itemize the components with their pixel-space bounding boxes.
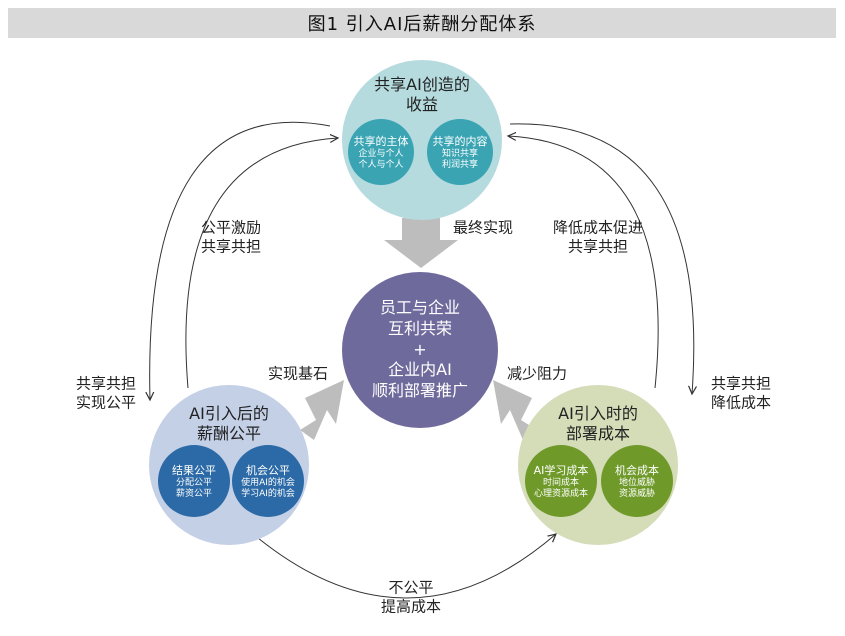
right-inner-right (601, 445, 673, 517)
label-fair-incentive: 公平激励 共享共担 (200, 218, 262, 255)
label-less-resistance: 减少阻力 (506, 364, 568, 383)
right-circle-title: AI引入时的 部署成本 (558, 404, 638, 443)
arc-top-to-left-outer (150, 121, 331, 400)
left-inner-left (158, 445, 230, 517)
arrow-left-to-center (300, 380, 344, 440)
arc-left-to-right-bottom (257, 534, 556, 599)
figure-title: 图1 引入AI后薪酬分配体系 (307, 14, 537, 35)
figure-title-bar: 图1 引入AI后薪酬分配体系 (8, 8, 836, 38)
label-final: 最终实现 (452, 218, 514, 237)
top-inner-left-text: 共享的主体 企业与个人 个人与个人 (353, 134, 409, 170)
label-lower-cost-share: 降低成本促进 共享共担 (552, 218, 644, 255)
arc-left-to-top-inner (185, 138, 338, 389)
top-circle-title: 共享AI创造的 收益 (374, 75, 470, 114)
left-inner-left-text: 结果公平 分配公平 薪资公平 (172, 463, 216, 499)
left-inner-right-text: 机会公平 使用AI的机会 学习AI的机会 (241, 463, 295, 499)
label-share-fair: 共享共担 实现公平 (75, 374, 137, 411)
label-share-lower: 共享共担 降低成本 (710, 374, 772, 411)
arrow-right-to-center (493, 380, 537, 440)
arrow-top-down (384, 218, 458, 268)
top-inner-right (427, 119, 493, 185)
label-foundation: 实现基石 (267, 364, 329, 383)
left-circle-title: AI引入后的 薪酬公平 (189, 404, 269, 443)
arc-right-to-top-outer (508, 136, 659, 389)
right-inner-left (525, 445, 597, 517)
label-unfair: 不公平 提高成本 (380, 578, 442, 615)
center-circle-text: 员工与企业 互利共荣 + 企业内AI 顺利部署推广 (371, 298, 469, 401)
top-inner-right-text: 共享的内容 知识共享 利润共享 (432, 134, 488, 170)
right-inner-left-text: AI学习成本 时间成本 心理资源成本 (533, 463, 589, 499)
right-inner-right-text: 机会成本 地位威胁 资源威胁 (615, 463, 659, 499)
arc-top-to-right-inner (509, 123, 694, 394)
center-circle (342, 272, 498, 428)
top-inner-left (348, 119, 414, 185)
left-inner-right (232, 445, 304, 517)
